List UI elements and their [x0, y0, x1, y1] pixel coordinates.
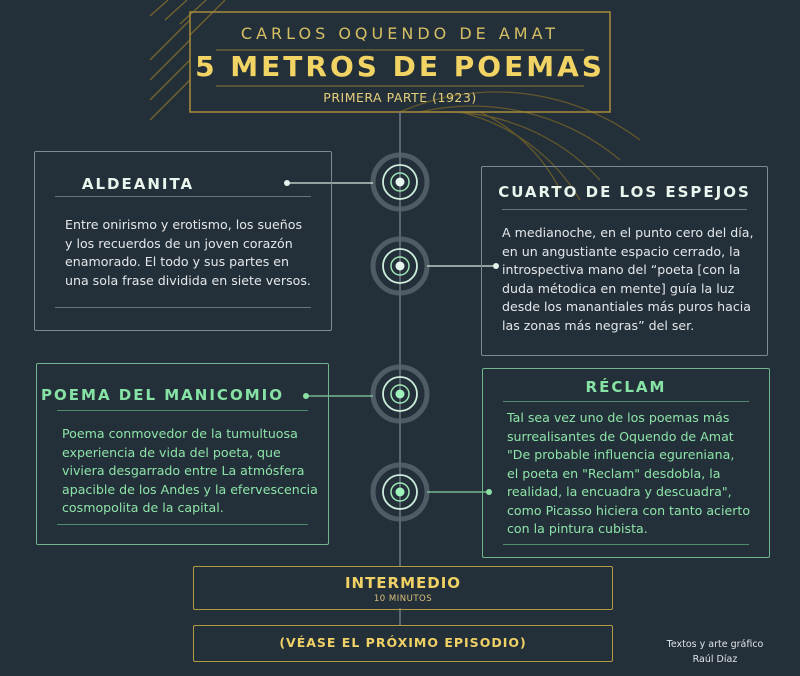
intermission-duration: 10 MINUTOS [373, 594, 433, 604]
poem-description: Entre onirismo y erotismo, los sueños y … [65, 217, 311, 288]
divider [57, 524, 308, 525]
author-name: CARLOS OQUENDO DE AMAT [240, 24, 560, 43]
subtitle: PRIMERA PARTE (1923) [323, 90, 477, 105]
poem-card-aldeanita: ALDEANITA Entre onirismo y erotismo, los… [34, 151, 332, 331]
credits: Textos y arte gráfico Raúl Díaz [650, 637, 780, 667]
intermission-title: INTERMEDIO [344, 574, 462, 592]
divider [503, 544, 749, 545]
poem-description: A medianoche, en el punto cero del día, … [502, 225, 754, 333]
main-title: 5 METROS DE POEMAS [195, 50, 605, 83]
credits-line-2: Raúl Díaz [692, 654, 738, 665]
next-episode-box: (VÉASE EL PRÓXIMO EPISODIO) [193, 625, 613, 662]
intermission-box: INTERMEDIO 10 MINUTOS [193, 566, 613, 610]
divider [502, 209, 747, 210]
timeline-node-4 [370, 462, 492, 522]
poem-card-cuarto-de-los-espejos: CUARTO DE LOS ESPEJOS A medianoche, en e… [481, 166, 768, 356]
poem-title: CUARTO DE LOS ESPEJOS [498, 183, 751, 201]
poem-title: RÉCLAM [585, 378, 667, 396]
divider [55, 307, 311, 308]
poem-card-reclam: RÉCLAM Tal sea vez uno de los poemas más… [482, 368, 770, 558]
header: CARLOS OQUENDO DE AMAT 5 METROS DE POEMA… [190, 12, 610, 112]
timeline-node-2 [370, 236, 499, 296]
timeline-node-3 [303, 364, 430, 424]
poem-card-poema-del-manicomio: POEMA DEL MANICOMIO Poema conmovedor de … [36, 363, 329, 545]
divider [57, 410, 308, 411]
poem-title: ALDEANITA [81, 175, 195, 193]
divider [55, 196, 311, 197]
divider [503, 401, 749, 402]
credits-line-1: Textos y arte gráfico [666, 639, 764, 650]
next-episode-text: (VÉASE EL PRÓXIMO EPISODIO) [279, 635, 527, 650]
poem-title: POEMA DEL MANICOMIO [41, 386, 284, 404]
timeline-node-1 [284, 152, 430, 212]
poem-description: Poema conmovedor de la tumultuosa experi… [62, 426, 318, 515]
poem-description: Tal sea vez uno de los poemas más surrea… [507, 410, 751, 536]
